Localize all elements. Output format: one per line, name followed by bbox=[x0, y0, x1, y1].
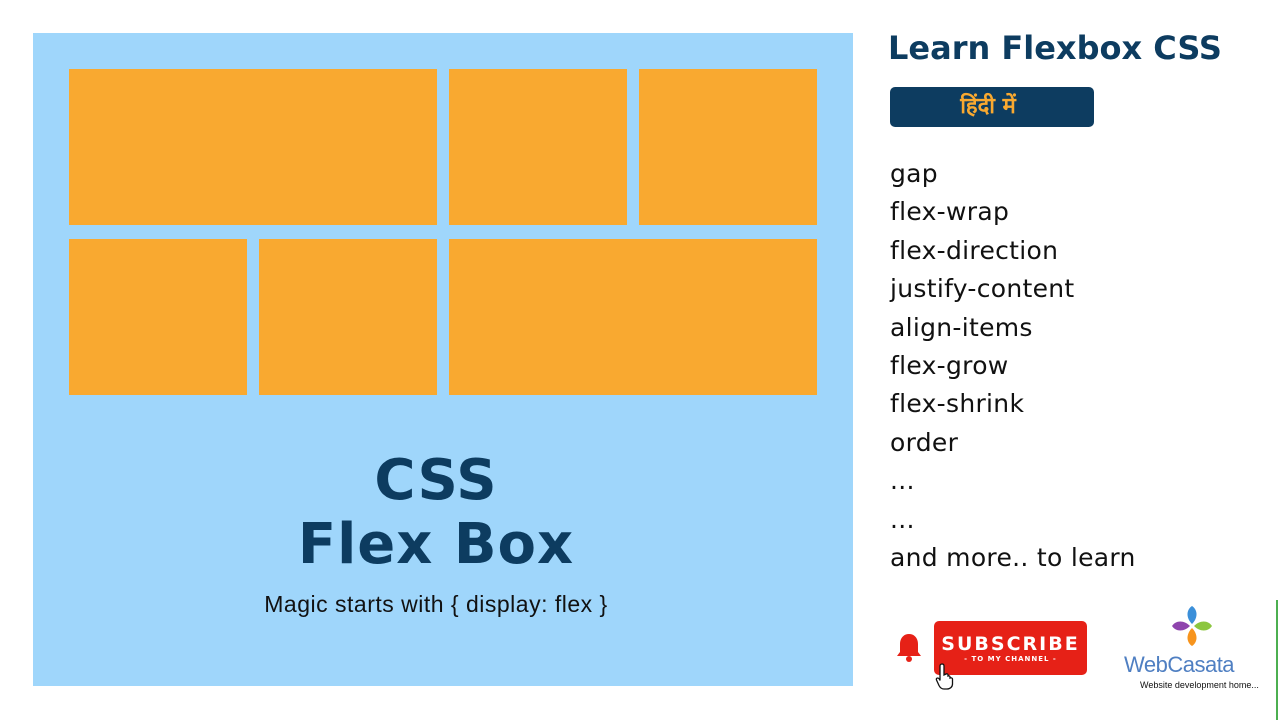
topic-item: flex-direction bbox=[890, 235, 1059, 265]
flex-item-4 bbox=[69, 239, 247, 395]
topic-list: gap flex-wrap flex-direction justify-con… bbox=[890, 155, 1136, 577]
logo-tagline: Website development home... bbox=[1140, 680, 1259, 690]
panel-title-css: CSS bbox=[374, 448, 498, 513]
topic-item: ... bbox=[890, 504, 915, 534]
flex-item-1 bbox=[69, 69, 437, 225]
webcasata-logo-icon bbox=[1172, 606, 1212, 646]
edge-divider bbox=[1276, 600, 1278, 720]
topic-item: flex-wrap bbox=[890, 197, 1010, 227]
topic-item: ... bbox=[890, 466, 915, 496]
flex-item-6 bbox=[449, 239, 817, 395]
flex-item-3 bbox=[639, 69, 817, 225]
flex-item-5 bbox=[259, 239, 437, 395]
topic-item: flex-shrink bbox=[890, 389, 1025, 419]
hand-cursor-icon bbox=[935, 663, 954, 690]
language-badge: हिंदी में bbox=[890, 87, 1094, 127]
page-title: Learn Flexbox CSS bbox=[888, 29, 1222, 67]
topic-item: and more.. to learn bbox=[890, 542, 1136, 572]
topic-item: gap bbox=[890, 159, 938, 188]
panel-title-flexbox: Flex Box bbox=[297, 512, 575, 577]
subscribe-label: SUBSCRIBE bbox=[941, 633, 1080, 655]
topic-item: align-items bbox=[890, 312, 1033, 342]
panel-tagline: Magic starts with { display: flex } bbox=[264, 591, 608, 617]
flex-item-2 bbox=[449, 69, 627, 225]
topic-item: flex-grow bbox=[890, 350, 1009, 380]
flexbox-illustration-panel: CSS Flex Box Magic starts with { display… bbox=[33, 33, 853, 686]
bell-icon[interactable] bbox=[896, 632, 922, 662]
subscribe-button[interactable]: SUBSCRIBE - TO MY CHANNEL - bbox=[934, 621, 1087, 675]
topic-item: order bbox=[890, 427, 959, 457]
topic-item: justify-content bbox=[890, 274, 1075, 304]
logo-name: WebCasata bbox=[1124, 652, 1235, 677]
subscribe-sublabel: - TO MY CHANNEL - bbox=[964, 655, 1057, 663]
